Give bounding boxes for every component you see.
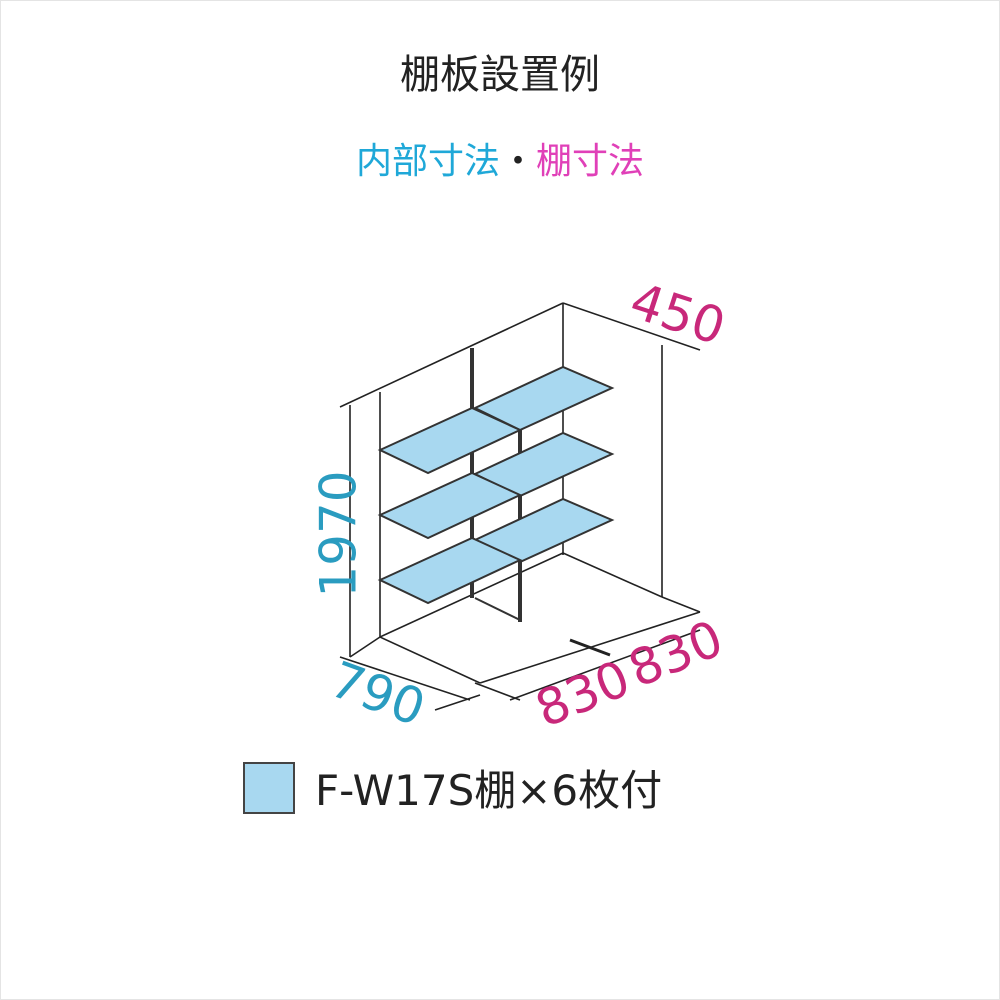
shelf-left-bottom: [377, 536, 523, 605]
shelf-left-top: [377, 406, 523, 475]
shelf-left-middle: [377, 471, 523, 540]
legend-label: F-W17S棚×6枚付: [315, 766, 663, 815]
separator: ・: [499, 141, 536, 182]
shelves: [377, 365, 615, 605]
page-title: 棚板設置例: [400, 52, 600, 98]
storage-box-wireframe: [339, 302, 701, 711]
shelf-color-swatch: [243, 761, 295, 814]
height-dimension: 1970: [309, 470, 368, 598]
legend: F-W17S棚×6枚付: [243, 757, 662, 818]
interior-dimension-label: 内部寸法: [355, 141, 500, 182]
shelf-dimension-label: 棚寸法: [536, 141, 645, 182]
subtitle: 内部寸法・棚寸法: [0, 132, 1000, 184]
